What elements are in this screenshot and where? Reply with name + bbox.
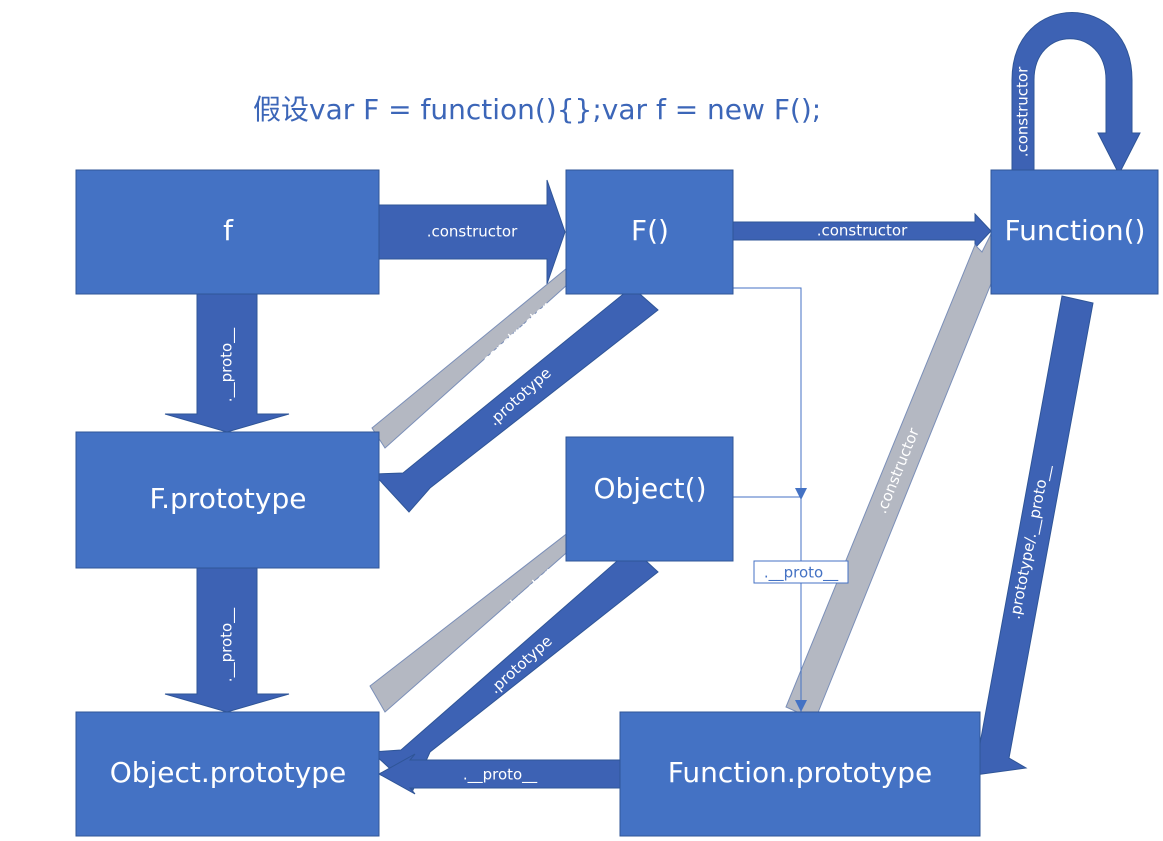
function-self-constructor-arrow: .constructor [1011,12,1141,177]
Fprototype-proto-arrow: .__proto__ [164,567,290,713]
F-constructor-label: .constructor [817,222,908,240]
node-F-prototype-label: F.prototype [150,482,307,515]
node-Object: Object() [565,436,734,562]
Function-prototype-proto-arrow: .prototype/.__proto__ [959,295,1094,776]
node-Function: Function() [990,169,1159,295]
node-f: f [75,169,380,295]
node-F-label: F() [631,214,669,247]
f-constructor-arrow: .constructor [378,179,566,285]
node-F-prototype: F.prototype [75,431,380,569]
node-Object-prototype: Object.prototype [75,711,380,837]
node-Function-prototype: Function.prototype [619,711,981,837]
node-f-label: f [223,214,234,247]
F-Object-proto-connector: .__proto__ [733,287,849,712]
function-self-constructor-label: .constructor [1014,66,1032,157]
node-Function-prototype-label: Function.prototype [668,756,932,789]
F-constructor-arrow: .constructor [732,212,992,250]
Object-prototype-label: .prototype [486,632,556,697]
f-proto-arrow: .__proto__ [164,293,290,433]
f-proto-label: .__proto__ [218,327,237,402]
diagram-title: 假设var F = function(){};var f = new F(); [253,93,821,126]
Functionprototype-proto-arrow: .__proto__ [377,753,621,795]
node-Object-label: Object() [593,472,706,505]
F-Object-proto-label: .__proto__ [764,564,839,583]
f-constructor-label: .constructor [427,223,518,241]
Fprototype-proto-label: .__proto__ [218,607,237,682]
node-Function-label: Function() [1005,214,1146,247]
node-Object-prototype-label: Object.prototype [110,756,347,789]
Functionprototype-proto-label: .__proto__ [463,766,538,785]
node-F: F() [565,169,734,295]
Functionprototype-constructor-arrow: .constructor [785,231,1018,721]
